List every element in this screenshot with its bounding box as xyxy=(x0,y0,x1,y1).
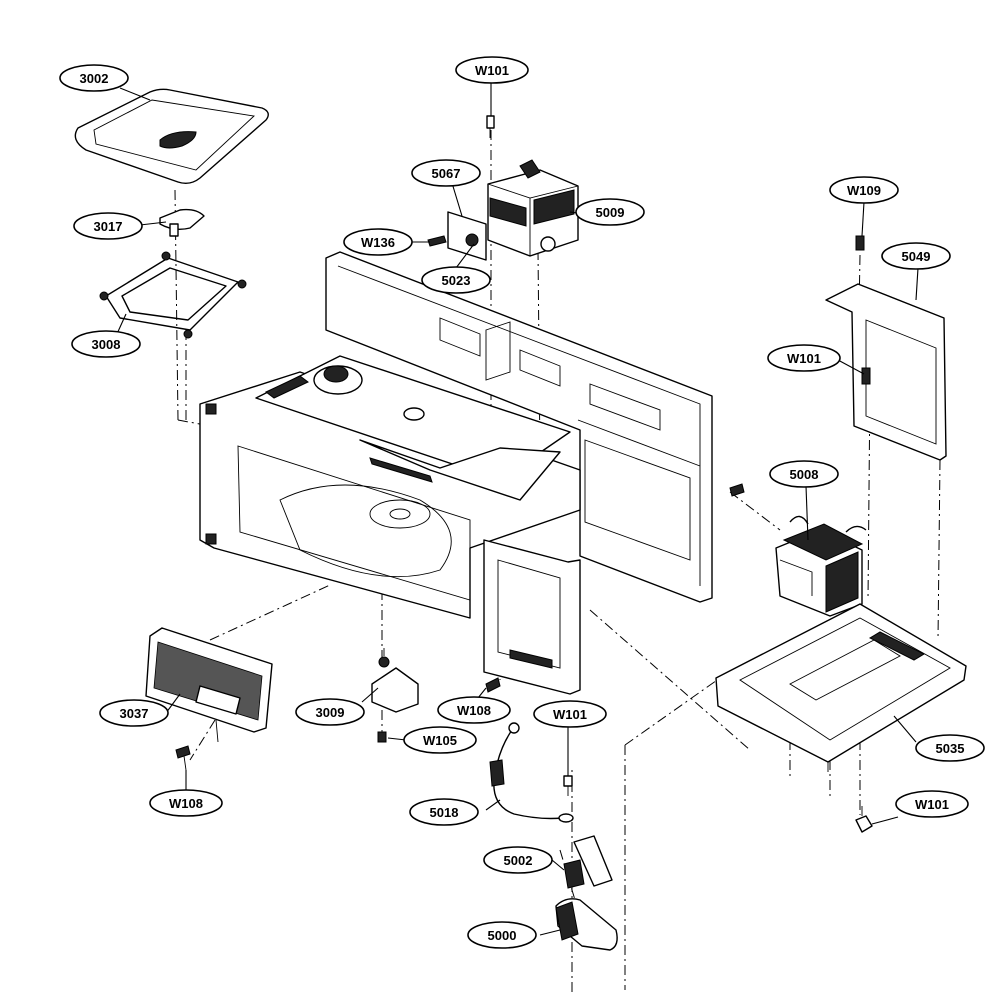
label-w101-mid: W101 xyxy=(553,707,587,722)
label-5067: 5067 xyxy=(432,166,461,181)
callout-5002: 5002 xyxy=(483,846,553,874)
callout-w108-mid: W108 xyxy=(437,696,511,724)
label-3009: 3009 xyxy=(316,705,345,720)
callout-3002: 3002 xyxy=(59,64,129,92)
callout-w101-br: W101 xyxy=(895,790,969,818)
part-3009-motor xyxy=(371,648,419,713)
label-5023: 5023 xyxy=(442,273,471,288)
label-5018: 5018 xyxy=(430,805,459,820)
part-3002-tray-cover xyxy=(74,88,269,185)
part-5067-bracket xyxy=(447,211,487,261)
screw-w108-left xyxy=(175,745,191,771)
callouts: 3002 3017 3008 W101 5067 5009 W136 5023 xyxy=(59,56,985,949)
part-3037-control-pcb xyxy=(145,627,273,743)
screw-w101-mid xyxy=(563,775,573,796)
label-3017: 3017 xyxy=(94,219,123,234)
part-5049-cover-plate xyxy=(825,283,947,461)
screw-w105 xyxy=(377,731,387,743)
callout-5009: 5009 xyxy=(575,198,645,226)
label-w109: W109 xyxy=(847,183,881,198)
part-5035-base-plate xyxy=(715,603,967,772)
callout-5067: 5067 xyxy=(411,159,481,187)
callout-w101-top: W101 xyxy=(455,56,529,84)
label-3002: 3002 xyxy=(80,71,109,86)
label-5049: 5049 xyxy=(902,249,931,264)
label-5008: 5008 xyxy=(790,467,819,482)
part-5009-magnetron xyxy=(487,159,579,257)
callout-w108-left: W108 xyxy=(149,789,223,817)
label-5000: 5000 xyxy=(488,928,517,943)
label-3037: 3037 xyxy=(120,706,149,721)
callout-5035: 5035 xyxy=(915,734,985,762)
callout-3009: 3009 xyxy=(295,698,365,726)
callout-w109: W109 xyxy=(829,176,899,204)
label-5002: 5002 xyxy=(504,853,533,868)
part-center-bracket xyxy=(483,539,581,695)
screw-w108-mid xyxy=(485,677,501,693)
screw-w136 xyxy=(427,235,447,247)
callout-3017: 3017 xyxy=(73,212,143,240)
callout-w105: W105 xyxy=(403,726,477,754)
callout-5018: 5018 xyxy=(409,798,479,826)
label-5035: 5035 xyxy=(936,741,965,756)
part-5008-transformer xyxy=(775,515,867,617)
label-w101-br: W101 xyxy=(915,797,949,812)
label-w105: W105 xyxy=(423,733,457,748)
screw-transformer xyxy=(729,483,745,497)
label-w108-left: W108 xyxy=(169,796,203,811)
part-5018-wire-harness xyxy=(489,722,574,823)
part-3008-roller-ring xyxy=(99,251,247,339)
main-cavity-chassis xyxy=(199,251,713,619)
part-3017-coupler xyxy=(159,208,205,237)
part-5002-switch xyxy=(563,835,613,889)
callout-5000: 5000 xyxy=(467,921,537,949)
part-5000-holder xyxy=(555,898,618,951)
label-w101-right: W101 xyxy=(787,351,821,366)
callout-w136: W136 xyxy=(343,228,413,256)
screw-w101-br xyxy=(855,806,873,833)
label-3008: 3008 xyxy=(92,337,121,352)
callout-5023: 5023 xyxy=(421,266,491,294)
label-w101-top: W101 xyxy=(475,63,509,78)
label-w108-mid: W108 xyxy=(457,703,491,718)
callout-5049: 5049 xyxy=(881,242,951,270)
label-5009: 5009 xyxy=(596,205,625,220)
callout-3008: 3008 xyxy=(71,330,141,358)
label-w136: W136 xyxy=(361,235,395,250)
callout-3037: 3037 xyxy=(99,699,169,727)
callout-w101-right: W101 xyxy=(767,344,841,372)
screw-w109 xyxy=(855,235,865,251)
callout-w101-mid: W101 xyxy=(533,700,607,728)
callout-5008: 5008 xyxy=(769,460,839,488)
